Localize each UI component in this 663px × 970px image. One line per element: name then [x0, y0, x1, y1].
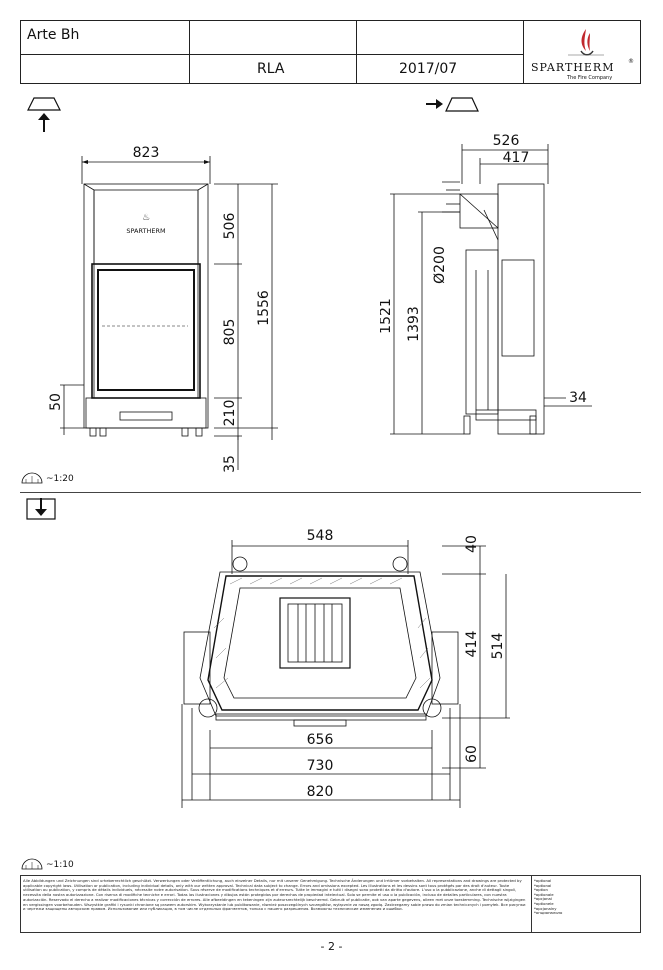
- dim-414: 414: [464, 631, 480, 658]
- scale-lower: ~1:10: [46, 860, 74, 870]
- revision-date: 2017/07: [399, 61, 458, 77]
- optional-label: *opcjonalny: [534, 905, 557, 911]
- optional-label: *optionele: [534, 900, 554, 906]
- optional-label: *optional: [534, 882, 552, 888]
- side-view-icon: [426, 97, 479, 112]
- top-view-icon: [26, 498, 56, 520]
- variant-code: RLA: [257, 61, 285, 77]
- dim-34: 34: [569, 390, 587, 406]
- brand-flame-icon: [568, 29, 604, 56]
- dim-1556: 1556: [256, 290, 272, 326]
- top-view-drawing: 548 40 414 514 656 730 820 60: [181, 528, 510, 808]
- optional-legend: *optional *optional *option *optionale *…: [531, 876, 564, 932]
- dim-823: 823: [133, 145, 160, 161]
- dim-60: 60: [464, 745, 480, 763]
- copyright-disclaimer: Alle Abbildungen und Zeichnungen sind ur…: [23, 878, 526, 912]
- scale-icon: [21, 472, 43, 484]
- footer-disclaimer-block: Alle Abbildungen und Zeichnungen sind ur…: [20, 875, 641, 933]
- dim-flue-diameter: Ø200: [432, 246, 448, 284]
- optional-label: *optionale: [534, 891, 554, 897]
- dim-820: 820: [307, 784, 334, 800]
- scale-icon-lower: [21, 858, 43, 870]
- brand-tagline: The Fire Company: [567, 75, 613, 81]
- flame-mark: ♨: [142, 213, 150, 223]
- dim-417: 417: [503, 150, 530, 166]
- dim-730: 730: [307, 758, 334, 774]
- dim-526: 526: [493, 133, 520, 149]
- dim-506: 506: [222, 213, 238, 240]
- dim-514: 514: [490, 633, 506, 660]
- model-name: Arte Bh: [27, 27, 80, 43]
- dim-548: 548: [307, 528, 334, 544]
- dim-1393: 1393: [406, 306, 422, 342]
- front-view-drawing: ♨ SPARTHERM 823 506 805 1556 210 50 35: [48, 145, 278, 473]
- title-block: Arte Bh RLA 2017/07 SPARTHERM The Fire C…: [20, 20, 641, 84]
- dim-35: 35: [222, 455, 238, 473]
- optional-label: *опционально: [534, 910, 563, 916]
- dim-1521: 1521: [380, 298, 394, 334]
- scale-upper: ~1:20: [46, 474, 74, 484]
- dim-805: 805: [222, 319, 238, 346]
- dim-40: 40: [464, 535, 480, 553]
- dim-50: 50: [48, 393, 64, 411]
- page-number: - 2 -: [320, 940, 343, 953]
- section-divider: [20, 492, 641, 493]
- optional-label: *optional: [534, 878, 552, 883]
- dim-210: 210: [222, 400, 238, 427]
- door-logo: SPARTHERM: [126, 227, 165, 235]
- dim-656: 656: [307, 732, 334, 748]
- registered-mark: ®: [628, 58, 634, 65]
- front-view-icon: [27, 97, 61, 132]
- side-view-drawing: 526 417 Ø200 1521 1393 34: [380, 133, 592, 435]
- optional-label: *option: [534, 887, 548, 893]
- optional-label: *opcjonal: [534, 896, 552, 902]
- brand-name: SPARTHERM: [531, 61, 615, 74]
